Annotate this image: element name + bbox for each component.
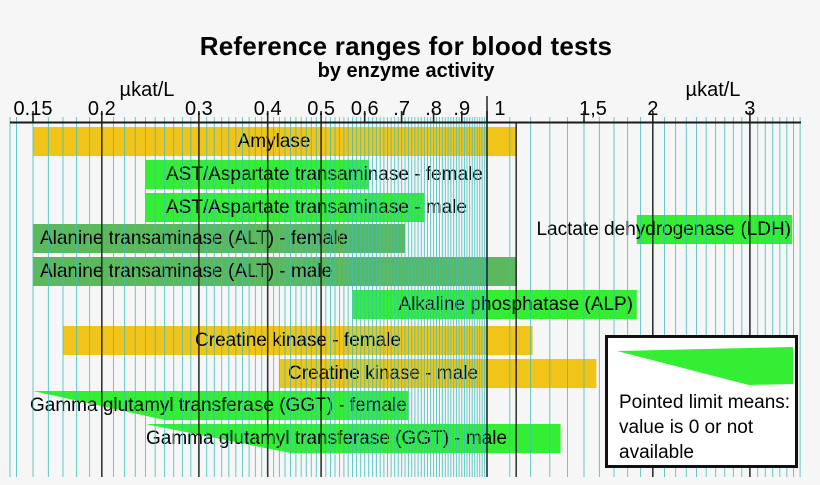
legend-text-line: value is 0 or not [619,417,754,438]
bar-label: Alanine transaminase (ALT) - female [40,228,348,249]
axis-tick-label: 3 [744,98,756,120]
axis-tick-label: 1,5 [579,98,607,120]
axis-unit-label-right: µkat/L [685,79,741,101]
bar-label: AST/Aspartate transaminase - female [166,164,483,185]
bar-label: Gamma glutamyl transferase (GGT) - male [146,428,508,449]
axis-unit-label-left: µkat/L [119,79,175,101]
chart-title: Reference ranges for blood tests [199,31,613,61]
legend-box: Pointed limit means: value is 0 or not a… [605,335,798,468]
axis-tick-label: 1 [494,98,506,120]
axis-tick-label: 0.4 [253,98,282,120]
legend-text-line: Pointed limit means: [619,392,791,413]
bar-label: Gamma glutamyl transferase (GGT) - femal… [30,395,407,416]
axis-tick-label: 2 [647,98,659,120]
axis-tick-label: 0.6 [350,98,379,120]
x-axis-line [10,121,801,124]
bar-label: Amylase [237,131,311,152]
bar-label: Alanine transaminase (ALT) - male [40,261,333,282]
bar-label: Lactate dehydrogenase (LDH) [536,219,791,240]
bar-label: Alkaline phosphatase (ALP) [398,294,633,315]
legend-note: Pointed limit means: value is 0 or not a… [619,390,790,465]
axis-tick-label: 0.15 [13,98,53,120]
bar-label: AST/Aspartate transaminase - male [166,197,467,218]
axis-tick-label: .8 [425,98,442,120]
bar-label: Creatine kinase - male [288,363,479,384]
axis-tick-label: .9 [453,98,471,120]
legend-text-line: available [619,442,694,463]
axis-tick-label: 0.2 [87,98,116,120]
axis-tick-label: .7 [393,98,410,120]
axis-tick-label: 0.3 [184,98,213,120]
axis-tick-label: 0.5 [307,98,335,120]
chart-subtitle: by enzyme activity [317,60,495,82]
bar-label: Creatine kinase - female [195,330,401,351]
